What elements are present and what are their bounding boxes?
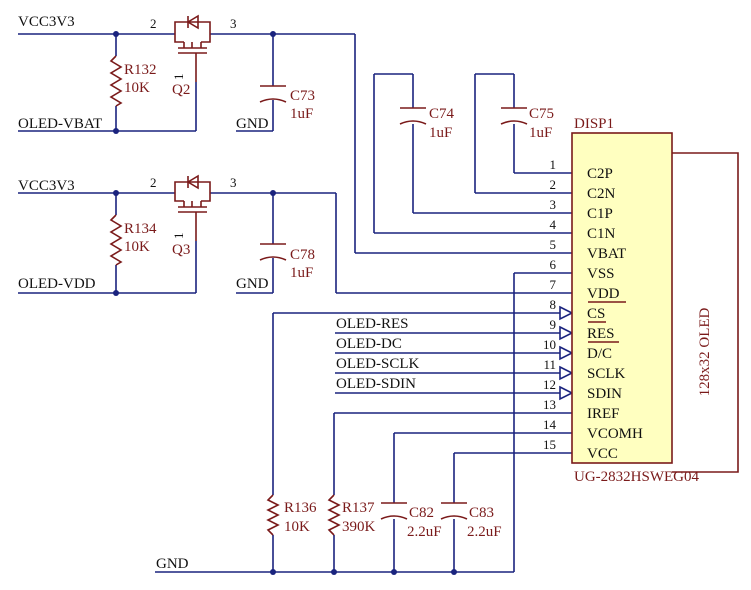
q2-drain-pin: 3 — [230, 16, 237, 31]
r137-resistor — [327, 494, 341, 536]
display-pin-number: 7 — [550, 277, 557, 292]
display-pin-name: C2P — [587, 166, 613, 182]
net-oled-sclk: OLED-SCLK — [336, 356, 419, 372]
c74-plate-bottom — [399, 120, 427, 125]
q2-ref: Q2 — [172, 82, 190, 98]
display-pin-number: 4 — [550, 217, 557, 232]
display-pin-number: 6 — [550, 257, 557, 272]
display-pin-number: 2 — [550, 177, 557, 192]
c74-value: 1uF — [429, 125, 452, 141]
c83-plate-bottom — [440, 515, 468, 520]
display-part: UG-2832HSWEG04 — [574, 469, 699, 485]
display-pin-number: 11 — [543, 357, 556, 372]
net-oled-dc: OLED-DC — [336, 336, 402, 352]
r132-ref: R132 — [124, 62, 157, 78]
r132-resistor — [109, 55, 123, 107]
display-pin-number: 15 — [543, 437, 556, 452]
r134-resistor — [109, 214, 123, 266]
display-pin-name: C1N — [587, 226, 616, 242]
q2-source-pin: 2 — [150, 16, 157, 31]
display-pin-name: VSS — [587, 266, 615, 282]
r136-value: 10K — [284, 519, 310, 535]
net-gnd-mid: GND — [236, 276, 269, 292]
net-gnd-bottom: GND — [156, 556, 189, 572]
net-oled-sdin: OLED-SDIN — [336, 376, 416, 392]
c73-value: 1uF — [290, 106, 313, 122]
c73-plate-bottom — [259, 98, 287, 103]
q2-gate-pin: 1 — [171, 74, 186, 81]
net-oled-vbat: OLED-VBAT — [18, 116, 102, 132]
display-pin-name: IREF — [587, 406, 620, 422]
c78-plate-bottom — [259, 256, 287, 261]
c82-plate-bottom — [380, 515, 408, 520]
q2-mosfet-symbol — [174, 14, 211, 82]
display-pin-number: 8 — [550, 297, 557, 312]
q3-gate-pin: 1 — [171, 233, 186, 240]
c74-ref: C74 — [429, 106, 455, 122]
display-pin-name: SCLK — [587, 366, 626, 382]
r132-value: 10K — [124, 80, 150, 96]
c82-value: 2.2uF — [407, 524, 442, 540]
net-vcc-mid: VCC3V3 — [18, 178, 75, 194]
display-pin-number: 13 — [543, 397, 556, 412]
net-vcc-top: VCC3V3 — [18, 14, 75, 30]
display-pin-number: 14 — [543, 417, 557, 432]
display-pin-name: C1P — [587, 206, 613, 222]
display-pin-name: VCC — [587, 446, 618, 462]
display-pin-number: 3 — [550, 197, 557, 212]
display-label: 128x32 OLED — [697, 307, 713, 396]
r136-resistor — [266, 494, 280, 536]
net-oled-vdd: OLED-VDD — [18, 276, 96, 292]
display-pin-name: VCOMH — [587, 426, 643, 442]
net-oled-res: OLED-RES — [336, 316, 409, 332]
display-pin-name: VBAT — [587, 246, 626, 262]
c75-ref: C75 — [529, 106, 554, 122]
r136-ref: R136 — [284, 500, 317, 516]
c75-plate-bottom — [500, 120, 528, 125]
q3-drain-pin: 3 — [230, 175, 237, 190]
c78-value: 1uF — [290, 265, 313, 281]
net-gnd-top: GND — [236, 116, 269, 132]
c82-ref: C82 — [409, 505, 434, 521]
c83-ref: C83 — [469, 505, 494, 521]
display-pin-name: CS — [587, 306, 605, 322]
display-pin-number: 1 — [550, 157, 557, 172]
display-panel-outline — [672, 152, 739, 473]
r134-ref: R134 — [124, 221, 157, 237]
r137-ref: R137 — [342, 500, 375, 516]
c75-value: 1uF — [529, 125, 552, 141]
r137-value: 390K — [342, 519, 376, 535]
q3-source-pin: 2 — [150, 175, 157, 190]
c73-ref: C73 — [290, 88, 315, 104]
c83-value: 2.2uF — [467, 524, 502, 540]
display-body — [571, 132, 673, 464]
display-wiring — [155, 34, 574, 575]
display-pin-name: C2N — [587, 186, 616, 202]
display-pin-name: VDD — [587, 286, 620, 302]
display-pin-name: D/C — [587, 346, 612, 362]
display-pin-number: 5 — [550, 237, 557, 252]
c78-ref: C78 — [290, 247, 315, 263]
display-pin-number: 9 — [550, 317, 557, 332]
q2-block — [18, 14, 355, 134]
q3-mosfet-symbol — [174, 174, 211, 241]
q3-ref: Q3 — [172, 242, 190, 258]
display-ref: DISP1 — [574, 116, 614, 132]
display-pin-number: 12 — [543, 377, 556, 392]
r134-value: 10K — [124, 239, 150, 255]
display-pin-number: 10 — [543, 337, 556, 352]
display-pin-name: RES — [587, 326, 615, 342]
display-pin-name: SDIN — [587, 386, 622, 402]
q3-block — [18, 174, 336, 296]
